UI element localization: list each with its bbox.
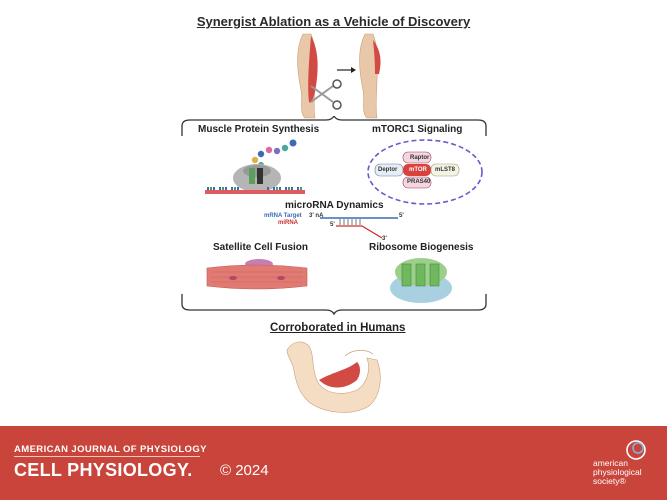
aps-line-3: society® (593, 476, 626, 486)
mirna-label: miRNA (278, 220, 299, 226)
journal-footer (0, 426, 667, 500)
ribosome-translation-illustration (205, 139, 305, 194)
arm-icon (286, 341, 381, 413)
copyright-year: © 2024 (220, 462, 269, 479)
five-prime-top-label: 5' (399, 213, 404, 219)
journal-name-main: CELL PHYSIOLOGY. (14, 460, 193, 480)
page-title: Synergist Ablation as a Vehicle of Disco… (196, 14, 471, 29)
mtorc1-complex-illustration (367, 139, 483, 205)
aps-line-1: american (593, 458, 628, 468)
arrow-right-icon (337, 67, 356, 73)
deptor-label: Deptor (378, 167, 398, 173)
aps-logo-icon (626, 440, 646, 460)
mtor-label: mTOR (409, 167, 427, 173)
label-mtorc1-signaling: mTORC1 Signaling (372, 124, 463, 135)
muscle-fiber-icon (206, 259, 308, 290)
synergist-ablation-illustration (297, 33, 381, 119)
five-prime-mid-label: 5' (330, 222, 335, 228)
pras40-label: PRAS40 (407, 179, 431, 185)
three-prime-end-label: 3' (382, 236, 387, 242)
label-muscle-protein-synthesis: Muscle Protein Synthesis (198, 124, 320, 135)
three-prime-na-label: 3' nA (309, 213, 324, 219)
ribosome-icon (390, 258, 452, 303)
label-ribosome-biogenesis: Ribosome Biogenesis (369, 242, 474, 253)
aps-line-2: physiological (593, 467, 642, 477)
bottom-bracket (181, 294, 487, 316)
label-satellite-cell-fusion: Satellite Cell Fusion (213, 242, 309, 253)
mirna-binding-illustration (320, 217, 398, 239)
mrna-target-label: mRNA Target (264, 213, 302, 219)
journal-name-top: AMERICAN JOURNAL OF PHYSIOLOGY (14, 444, 207, 455)
leg-before-icon (297, 33, 318, 119)
leg-after-icon (359, 33, 381, 119)
top-bracket (181, 116, 487, 136)
raptor-label: Raptor (410, 155, 430, 161)
journal-divider (14, 456, 200, 457)
label-corroborated-in-humans: Corroborated in Humans (270, 322, 406, 334)
scissors-icon (310, 79, 342, 110)
label-microrna-dynamics: microRNA Dynamics (285, 200, 384, 211)
mlst8-label: mLST8 (435, 167, 456, 173)
dashed-membrane (367, 139, 483, 205)
aps-society-name: american physiological society® (593, 459, 642, 486)
